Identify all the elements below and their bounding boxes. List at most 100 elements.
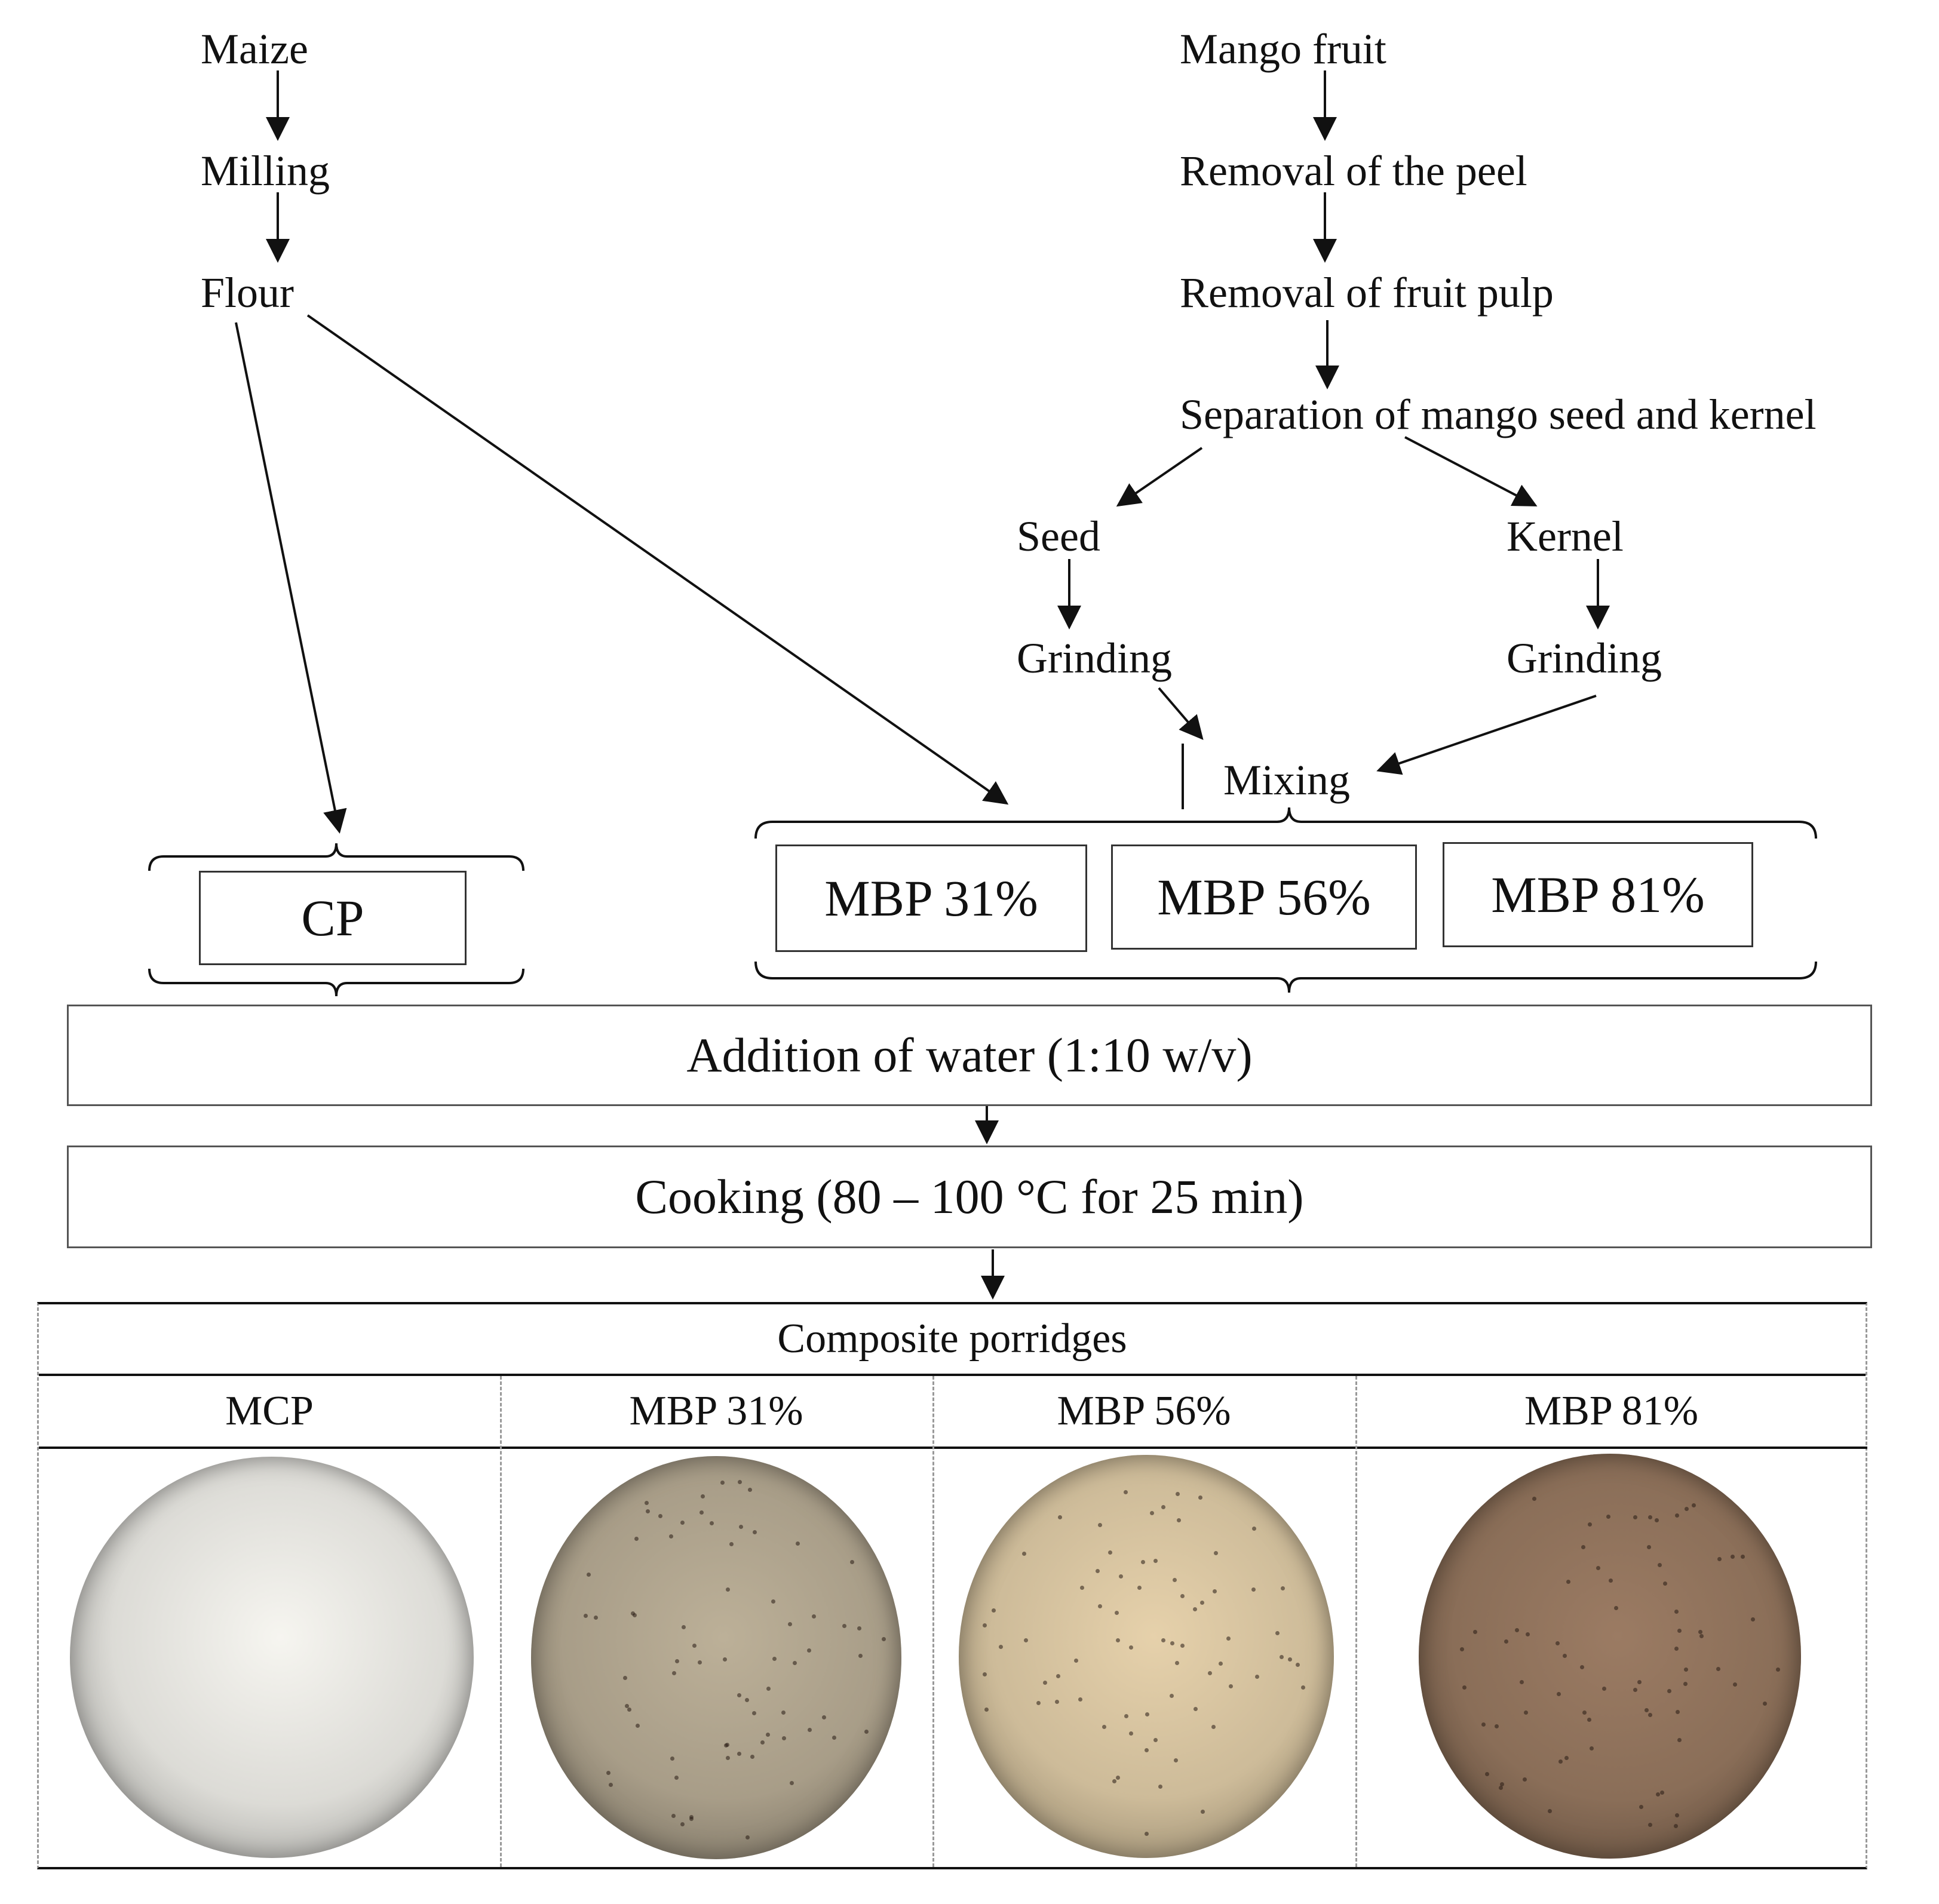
porridge-speck xyxy=(1193,1707,1198,1712)
porridge-speck xyxy=(1149,1511,1154,1516)
step-maize: Maize xyxy=(201,25,308,73)
porridge-speck xyxy=(1161,1505,1165,1510)
porridge-speck xyxy=(1107,1550,1112,1555)
arrow-grinding-mixing-right xyxy=(1376,695,1597,775)
porridge-speck xyxy=(1741,1555,1745,1559)
porridge-speck xyxy=(658,1513,662,1518)
porridge-speck xyxy=(760,1740,765,1745)
porridge-speck xyxy=(849,1559,854,1564)
porridge-speck xyxy=(645,1500,649,1505)
porridge-speck xyxy=(1114,1611,1119,1616)
porridge-speck xyxy=(622,1675,627,1680)
porridge-speck xyxy=(726,1755,731,1760)
porridge-speck xyxy=(1098,1604,1103,1609)
brace-cp-top xyxy=(148,843,524,871)
porridge-photo-mcp xyxy=(70,1457,474,1858)
porridge-speck xyxy=(1058,1515,1063,1519)
porridge-speck xyxy=(1667,1689,1672,1694)
porridge-speck xyxy=(1145,1831,1149,1836)
porridge-speck xyxy=(1655,1518,1659,1523)
porridge-speck xyxy=(1462,1685,1467,1690)
porridge-speck xyxy=(593,1615,598,1620)
porridge-speck xyxy=(699,1510,704,1515)
porridge-speck xyxy=(1673,1823,1678,1828)
porridge-speck xyxy=(1124,1714,1129,1719)
porridge-speck xyxy=(992,1608,996,1613)
porridge-speck xyxy=(1287,1657,1292,1662)
porridge-speck xyxy=(1662,1581,1667,1586)
porridge-speck xyxy=(982,1672,987,1677)
porridge-speck xyxy=(1251,1587,1256,1592)
process-cooking: Cooking (80 – 100 °C for 25 min) xyxy=(67,1146,1872,1248)
porridge-speck xyxy=(806,1648,811,1653)
step-seed: Seed xyxy=(1017,512,1100,560)
porridge-speck xyxy=(737,1693,741,1698)
porridge-speck xyxy=(1582,1710,1587,1715)
porridge-speck xyxy=(680,1521,685,1525)
arrow-flour-mbp xyxy=(306,314,1009,805)
porridge-speck xyxy=(680,1822,685,1826)
porridge-speck xyxy=(700,1494,705,1499)
porridge-speck xyxy=(1043,1681,1048,1685)
porridge-speck xyxy=(1659,1790,1664,1795)
porridge-speck xyxy=(821,1715,826,1719)
porridge-speck xyxy=(1145,1712,1150,1717)
porridge-speck xyxy=(1532,1497,1537,1501)
porridge-speck xyxy=(1124,1490,1128,1495)
porridge-speck xyxy=(1691,1503,1696,1508)
column-divider xyxy=(1355,1376,1357,1867)
porridge-speck xyxy=(1732,1682,1737,1687)
brace-mbp-top xyxy=(754,807,1817,839)
porridge-speck xyxy=(1473,1630,1478,1635)
step-milling: Milling xyxy=(201,147,330,195)
porridge-speck xyxy=(1055,1700,1060,1704)
column-divider xyxy=(500,1376,502,1867)
porridge-speck xyxy=(984,1707,989,1712)
porridge-speck xyxy=(1730,1555,1735,1559)
porridge-speck xyxy=(1036,1700,1041,1705)
porridge-speck xyxy=(1097,1522,1102,1527)
porridge-speck xyxy=(606,1770,610,1775)
porridge-speck xyxy=(1499,1786,1504,1791)
porridge-speck xyxy=(1201,1809,1205,1814)
porridge-speck xyxy=(1484,1772,1489,1777)
porridge-speck xyxy=(1562,1653,1567,1658)
column-header-mcp: MCP xyxy=(39,1376,500,1449)
porridge-speck xyxy=(609,1782,613,1787)
porridge-speck xyxy=(1180,1594,1185,1599)
porridge-speck xyxy=(864,1730,869,1734)
arrow-separation-kernel xyxy=(1404,436,1538,506)
step-grinding-kernel: Grinding xyxy=(1507,634,1662,682)
porridge-speck xyxy=(1657,1563,1662,1568)
porridge-speck xyxy=(1751,1617,1756,1622)
porridge-speck xyxy=(1252,1527,1256,1531)
porridge-speck xyxy=(858,1654,863,1659)
porridge-speck xyxy=(812,1614,817,1619)
porridge-speck xyxy=(1564,1755,1569,1760)
porridge-speck xyxy=(1137,1586,1142,1590)
porridge-speck xyxy=(1176,1518,1181,1522)
porridge-speck xyxy=(1021,1552,1026,1556)
porridge-speck xyxy=(842,1624,846,1629)
porridge-speck xyxy=(722,1657,727,1662)
porridge-speck xyxy=(1112,1779,1116,1783)
porridge-speck xyxy=(1153,1559,1158,1564)
porridge-speck xyxy=(1218,1661,1223,1666)
porridge-speck xyxy=(1523,1777,1527,1782)
column-header-mbp31: MBP 31% xyxy=(500,1376,932,1449)
process-add-water: Addition of water (1:10 w/v) xyxy=(67,1005,1872,1106)
step-removal-peel: Removal of the peel xyxy=(1180,147,1527,195)
porridge-speck xyxy=(1699,1633,1704,1638)
porridge-speck xyxy=(782,1736,787,1740)
porridge-speck xyxy=(1116,1638,1121,1642)
porridge-speck xyxy=(983,1623,987,1627)
porridge-speck xyxy=(832,1736,837,1740)
porridge-speck xyxy=(1199,1600,1204,1605)
porridge-speck xyxy=(646,1509,650,1513)
porridge-speck xyxy=(625,1703,630,1708)
formulation-mbp81: MBP 81% xyxy=(1443,842,1753,947)
porridge-speck xyxy=(1647,1713,1652,1718)
porridge-speck xyxy=(737,1752,742,1756)
porridge-photo-mbp31 xyxy=(531,1456,901,1859)
